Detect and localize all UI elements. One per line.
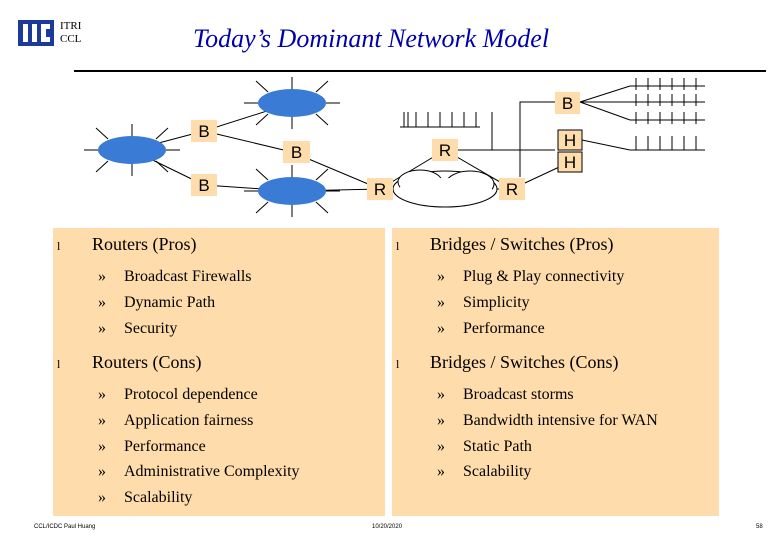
bullet-bridges-pros: l <box>396 239 400 253</box>
router-top: R <box>432 139 458 161</box>
chevron-icon: » <box>98 386 106 403</box>
routers-con-item: Performance <box>124 438 206 455</box>
routers-pro-item: Dynamic Path <box>124 294 216 311</box>
bridges-con-item: Broadcast storms <box>463 386 574 403</box>
bridges-pros-heading: Bridges / Switches (Pros) <box>430 234 614 254</box>
bridges-pro-item: Performance <box>463 320 545 337</box>
bullet-routers-cons: l <box>57 357 61 371</box>
routers-con-item: Application fairness <box>124 412 254 429</box>
chevron-icon: » <box>437 438 445 455</box>
host-upper-label: H <box>564 131 576 150</box>
chevron-icon: » <box>437 320 445 337</box>
router-left: R <box>367 178 393 200</box>
chevron-icon: » <box>98 268 106 285</box>
chevron-icon: » <box>98 463 106 480</box>
bridge-left-lower: B <box>191 174 217 196</box>
bridges-con-item: Scalability <box>463 463 532 480</box>
lan-segment-top <box>244 77 340 129</box>
bridge-left-lower-label: B <box>198 176 209 195</box>
org-line-1: ITRI <box>60 20 82 32</box>
router-right-label: R <box>506 180 518 199</box>
lan-segment-bottom <box>244 165 340 217</box>
routers-pros-heading: Routers (Pros) <box>92 234 197 254</box>
router-right: R <box>499 178 525 200</box>
page-title: Today’s Dominant Network Model <box>193 24 550 53</box>
host-upper: H <box>557 129 583 151</box>
chevron-icon: » <box>437 294 445 311</box>
wan-cloud <box>392 169 498 208</box>
router-left-label: R <box>374 180 386 199</box>
bullet-routers-pros: l <box>57 239 61 253</box>
routers-pro-item: Security <box>124 320 178 337</box>
chevron-icon: » <box>98 320 106 337</box>
org-line-2: CCL <box>60 33 82 45</box>
bullet-bridges-cons: l <box>396 357 400 371</box>
bridge-center-label: B <box>291 143 302 162</box>
routers-con-item: Protocol dependence <box>124 386 258 403</box>
port-combs <box>400 78 705 151</box>
footer-date: 10/20/2020 <box>372 524 403 530</box>
routers-pro-item: Broadcast Firewalls <box>124 268 252 285</box>
footer-page-number: 58 <box>756 524 763 530</box>
org-label: ITRI CCL <box>60 20 81 46</box>
chevron-icon: » <box>437 412 445 429</box>
itri-logo <box>18 20 54 46</box>
chevron-icon: » <box>437 386 445 403</box>
bridge-center: B <box>283 141 310 163</box>
chevron-icon: » <box>437 268 445 285</box>
bridge-left-upper: B <box>191 120 217 142</box>
routers-con-item: Administrative Complexity <box>124 463 300 480</box>
bridges-pro-item: Simplicity <box>463 294 530 311</box>
bridge-left-upper-label: B <box>198 122 209 141</box>
footer-author: CCL/ICDC Paul Huang <box>34 524 96 530</box>
routers-cons-heading: Routers (Cons) <box>92 352 202 372</box>
host-lower: H <box>557 151 583 173</box>
lan-segment-left <box>84 124 180 176</box>
routers-con-item: Scalability <box>124 489 193 506</box>
title-rule <box>74 70 766 72</box>
bridges-cons-heading: Bridges / Switches (Cons) <box>430 352 619 372</box>
bridge-top-right: B <box>555 92 580 114</box>
chevron-icon: » <box>98 412 106 429</box>
chevron-icon: » <box>98 294 106 311</box>
bridges-pro-item: Plug & Play connectivity <box>463 268 625 285</box>
chevron-icon: » <box>98 438 106 455</box>
network-diagram: B B B B R R R H <box>0 72 780 232</box>
router-top-label: R <box>439 141 451 160</box>
bridges-con-item: Bandwidth intensive for WAN <box>463 412 658 429</box>
bridge-top-right-label: B <box>562 94 573 113</box>
chevron-icon: » <box>98 489 106 506</box>
chevron-icon: » <box>437 463 445 480</box>
bridges-panel <box>392 228 719 516</box>
routers-panel <box>53 228 385 516</box>
host-lower-label: H <box>564 153 576 172</box>
bridges-con-item: Static Path <box>463 438 532 455</box>
